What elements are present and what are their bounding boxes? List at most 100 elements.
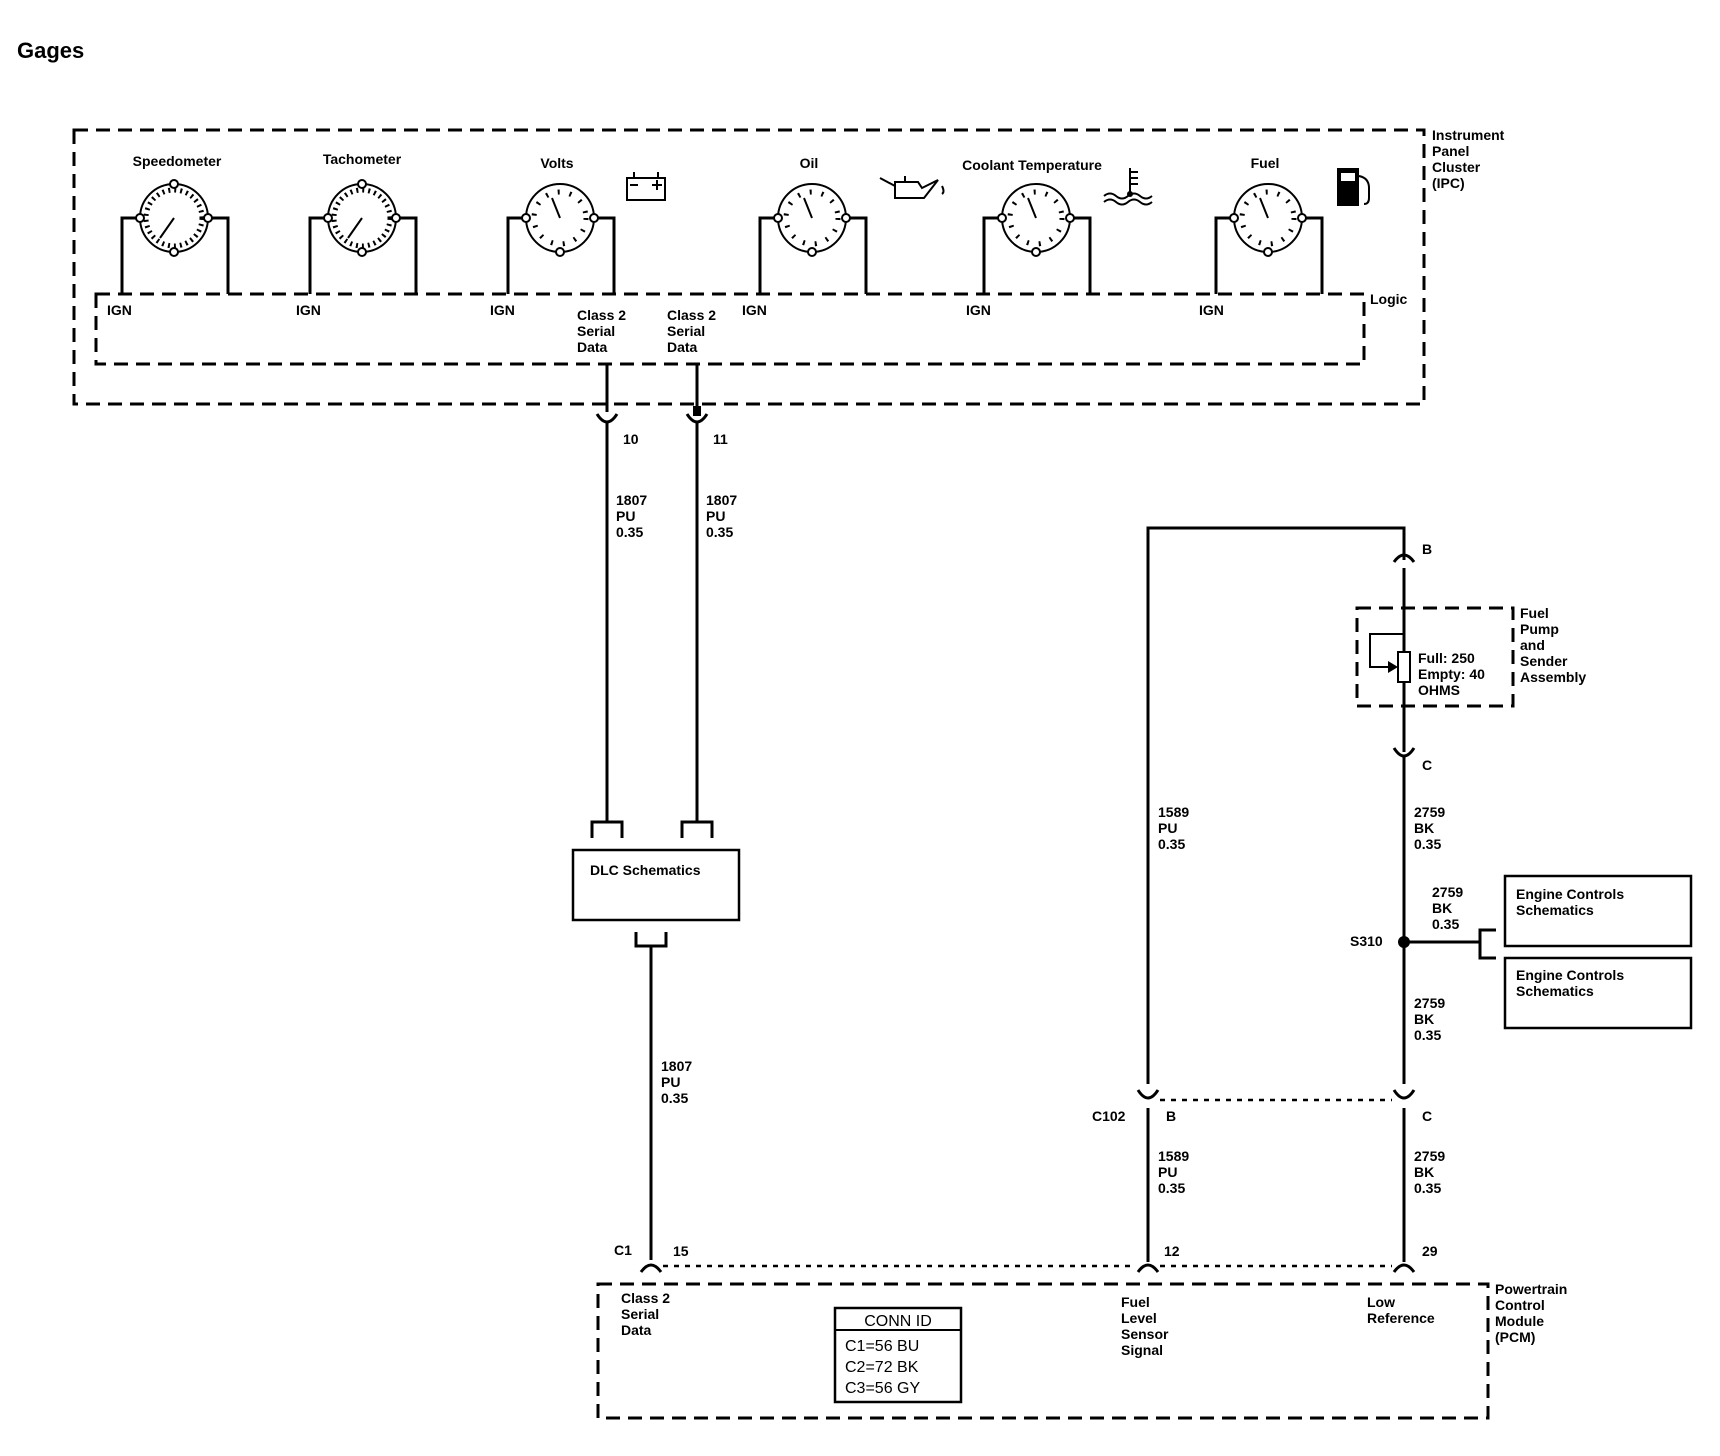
conn-id-row-2: C2=72 BK (845, 1359, 919, 1376)
dlc-schematics-box[interactable] (571, 848, 741, 922)
c102-pin-c: C (1422, 1108, 1432, 1124)
svg-text:Control: Control (1495, 1297, 1545, 1313)
svg-text:Serial: Serial (667, 323, 705, 339)
ipc-pin-10: 10 (623, 431, 639, 447)
svg-text:0.35: 0.35 (1158, 836, 1185, 852)
fuel-sender-outline (1355, 606, 1515, 708)
ign-label-coolant: IGN (966, 302, 991, 318)
svg-text:(IPC): (IPC) (1432, 175, 1465, 191)
wire-ipc-pin11 (685, 364, 709, 822)
engine-controls-1-line1: Engine Controls (1516, 886, 1624, 902)
fuel-sender-rheostat (1369, 568, 1411, 752)
ipc-serial-data-label-2: Class 2 Serial Data (667, 307, 716, 355)
fuel-sender-spec: Full: 250 Empty: 40 OHMS (1418, 650, 1485, 698)
gauge-label-speedometer: Speedometer (133, 153, 222, 169)
svg-text:Reference: Reference (1367, 1310, 1435, 1326)
svg-text:2759: 2759 (1432, 884, 1463, 900)
wire-label-1589-b: 1589 PU 0.35 (1158, 1148, 1189, 1196)
svg-text:BK: BK (1414, 820, 1434, 836)
coolant-gauge (982, 183, 1092, 294)
svg-text:Instrument: Instrument (1432, 127, 1505, 143)
fuel-pump-icon (1337, 168, 1370, 206)
conn-id-row-1: C1=56 BU (845, 1338, 919, 1355)
engine-controls-2-line2: Schematics (1516, 983, 1594, 999)
svg-text:1589: 1589 (1158, 804, 1189, 820)
wire-label-2759-a: 2759 BK 0.35 (1414, 804, 1445, 852)
svg-text:0.35: 0.35 (1432, 916, 1459, 932)
svg-text:0.35: 0.35 (616, 524, 643, 540)
ign-label-fuel: IGN (1199, 302, 1224, 318)
svg-text:Data: Data (577, 339, 608, 355)
page-title: Gages (17, 38, 84, 63)
svg-text:PU: PU (706, 508, 725, 524)
svg-text:Fuel: Fuel (1121, 1294, 1150, 1310)
svg-text:Data: Data (621, 1322, 652, 1338)
ign-label-tachometer: IGN (296, 302, 321, 318)
svg-text:2759: 2759 (1414, 995, 1445, 1011)
wire-label-1807-c: 1807 PU 0.35 (661, 1058, 692, 1106)
c102-pin-b: B (1166, 1108, 1176, 1124)
conn-id-row-3: C3=56 GY (845, 1380, 920, 1397)
wire-label-1807-b: 1807 PU 0.35 (706, 492, 737, 540)
coolant-temp-icon (1103, 168, 1153, 206)
ign-label-speedometer: IGN (107, 302, 132, 318)
oil-can-icon (879, 176, 945, 199)
speedometer-gauge (120, 179, 230, 294)
svg-text:Pump: Pump (1520, 621, 1559, 637)
svg-text:0.35: 0.35 (1414, 836, 1441, 852)
wire-label-2759-b: 2759 BK 0.35 (1432, 884, 1463, 932)
svg-text:Data: Data (667, 339, 698, 355)
svg-text:0.35: 0.35 (1414, 1180, 1441, 1196)
battery-icon (626, 172, 666, 201)
svg-text:Powertrain: Powertrain (1495, 1281, 1567, 1297)
pcm-connector-c1: C1 (614, 1242, 632, 1258)
wire-label-2759-c: 2759 BK 0.35 (1414, 995, 1445, 1043)
svg-text:BK: BK (1414, 1011, 1434, 1027)
pcm-outline (596, 1282, 1490, 1420)
pcm-signal-fuel-level: Fuel Level Sensor Signal (1121, 1294, 1169, 1358)
svg-text:Class 2: Class 2 (667, 307, 716, 323)
pcm-name: Powertrain Control Module (PCM) (1495, 1281, 1567, 1345)
fuel-sender-pin-b: B (1422, 541, 1432, 557)
svg-text:PU: PU (1158, 1164, 1177, 1180)
svg-text:Empty: 40: Empty: 40 (1418, 666, 1485, 682)
svg-text:Sender: Sender (1520, 653, 1568, 669)
engine-controls-1-line2: Schematics (1516, 902, 1594, 918)
dlc-schematics-label: DLC Schematics (590, 862, 701, 878)
logic-label: Logic (1370, 291, 1408, 307)
c102-pin-c-connector (1392, 1089, 1416, 1100)
volts-gauge (506, 183, 616, 294)
svg-text:and: and (1520, 637, 1545, 653)
ign-label-oil: IGN (742, 302, 767, 318)
wire-label-1589-a: 1589 PU 0.35 (1158, 804, 1189, 852)
svg-text:Class 2: Class 2 (621, 1290, 670, 1306)
engine-controls-box-1[interactable] (1503, 874, 1693, 948)
svg-text:2759: 2759 (1414, 1148, 1445, 1164)
svg-text:Fuel: Fuel (1520, 605, 1549, 621)
svg-text:Serial: Serial (577, 323, 615, 339)
svg-text:0.35: 0.35 (706, 524, 733, 540)
dlc-connector-c (634, 932, 668, 948)
splice-s310-label: S310 (1350, 933, 1383, 949)
svg-text:1807: 1807 (706, 492, 737, 508)
svg-text:0.35: 0.35 (661, 1090, 688, 1106)
fuel-sender-connector-b (1392, 553, 1416, 563)
pcm-pin-29: 29 (1422, 1243, 1438, 1259)
ipc-serial-data-label-1: Class 2 Serial Data (577, 307, 626, 355)
engine-controls-box-2[interactable] (1503, 956, 1693, 1030)
dlc-connector-a (590, 820, 624, 838)
svg-text:Signal: Signal (1121, 1342, 1163, 1358)
dlc-connector-b (680, 820, 714, 838)
pcm-pin-12: 12 (1164, 1243, 1180, 1259)
svg-text:1807: 1807 (616, 492, 647, 508)
conn-id-header: CONN ID (864, 1313, 932, 1330)
svg-text:Module: Module (1495, 1313, 1544, 1329)
svg-text:Class 2: Class 2 (577, 307, 626, 323)
gauge-label-oil: Oil (800, 155, 819, 171)
ign-label-volts: IGN (490, 302, 515, 318)
svg-text:1807: 1807 (661, 1058, 692, 1074)
gauge-label-fuel: Fuel (1251, 155, 1280, 171)
svg-text:1589: 1589 (1158, 1148, 1189, 1164)
svg-text:(PCM): (PCM) (1495, 1329, 1535, 1345)
